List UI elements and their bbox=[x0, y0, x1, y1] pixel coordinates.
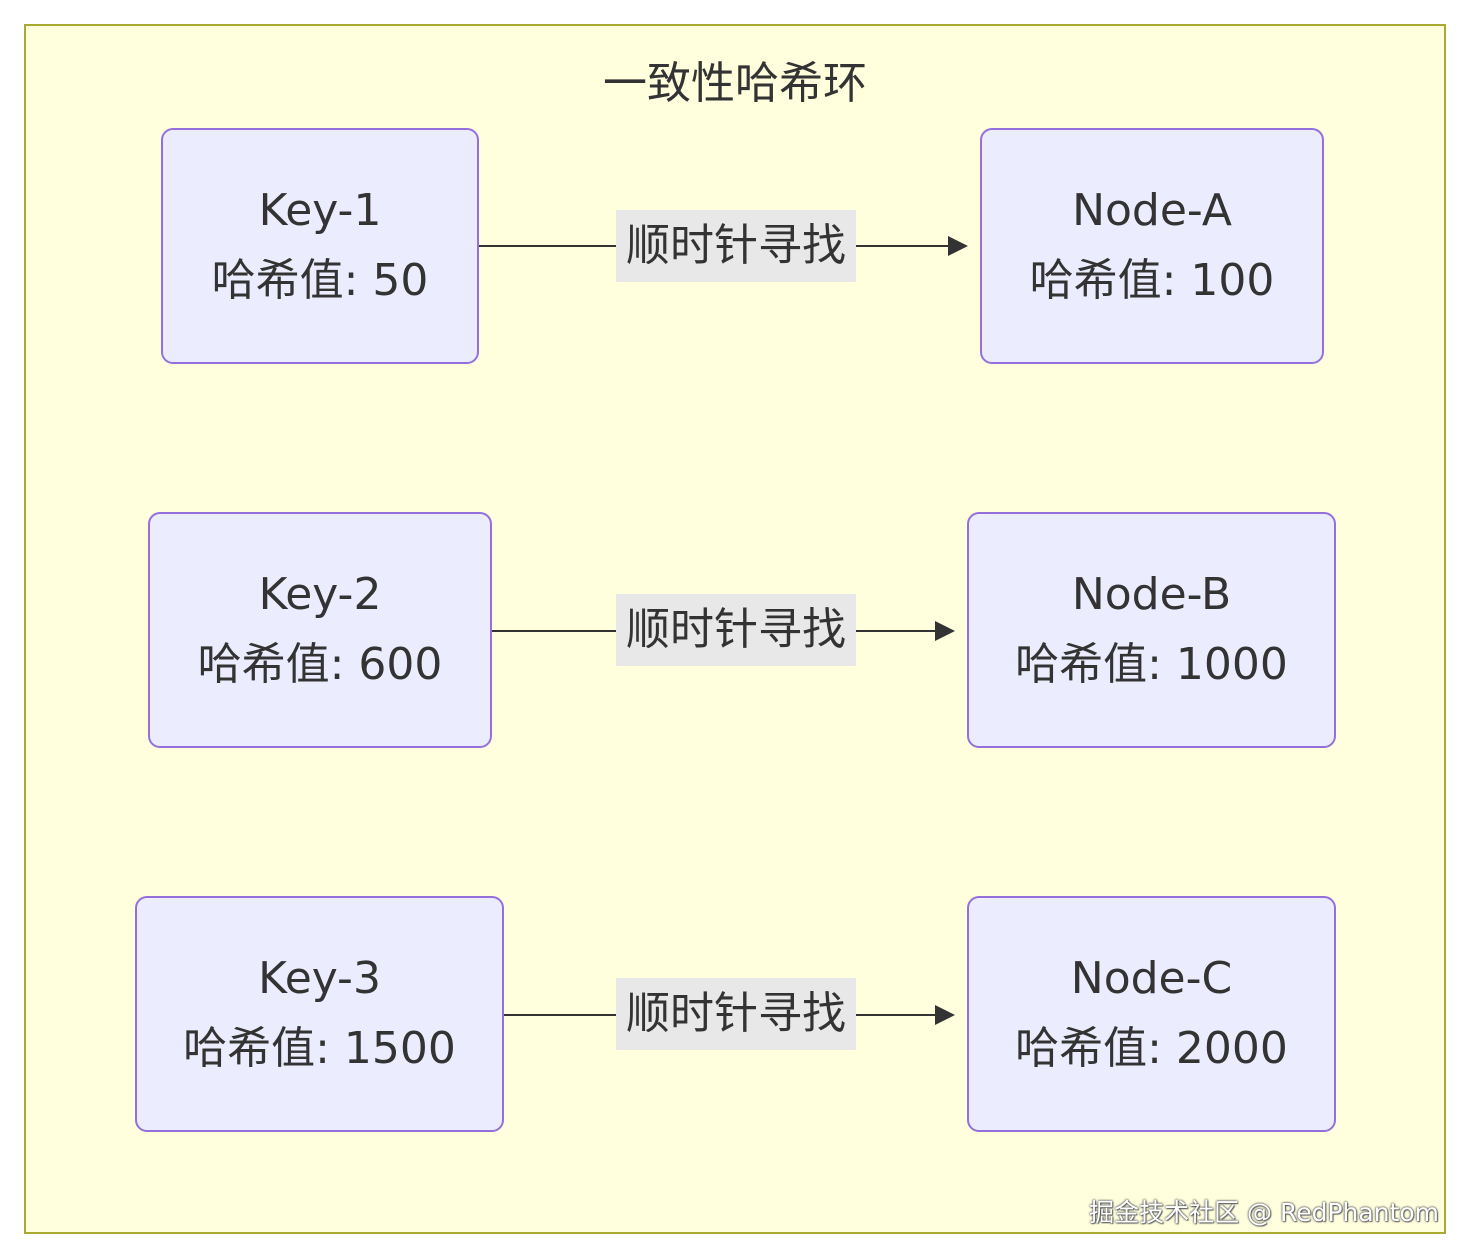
server-node-hash: 哈希值: 100 bbox=[1029, 255, 1275, 306]
key-node-2: Key-2 哈希值: 600 bbox=[148, 512, 492, 748]
server-node-name: Node-C bbox=[1070, 953, 1233, 1004]
server-node-b: Node-B 哈希值: 1000 bbox=[967, 512, 1336, 748]
server-node-hash: 哈希值: 1000 bbox=[1015, 639, 1288, 690]
server-node-name: Node-B bbox=[1071, 569, 1232, 620]
edge-label-3: 顺时针寻找 bbox=[616, 978, 856, 1050]
key-node-name: Key-1 bbox=[258, 185, 382, 236]
key-node-hash: 哈希值: 50 bbox=[211, 255, 429, 306]
key-node-name: Key-2 bbox=[258, 569, 382, 620]
key-node-hash: 哈希值: 600 bbox=[197, 639, 443, 690]
watermark: 掘金技术社区 @ RedPhantom bbox=[1089, 1198, 1439, 1227]
key-node-3: Key-3 哈希值: 1500 bbox=[135, 896, 504, 1132]
server-node-name: Node-A bbox=[1072, 185, 1232, 236]
server-node-a: Node-A 哈希值: 100 bbox=[980, 128, 1324, 364]
cluster-title: 一致性哈希环 bbox=[603, 58, 867, 109]
key-node-1: Key-1 哈希值: 50 bbox=[161, 128, 479, 364]
edge-label-2: 顺时针寻找 bbox=[616, 594, 856, 666]
key-node-name: Key-3 bbox=[258, 953, 381, 1004]
key-node-hash: 哈希值: 1500 bbox=[183, 1023, 456, 1074]
edge-label-1: 顺时针寻找 bbox=[616, 210, 856, 282]
server-node-c: Node-C 哈希值: 2000 bbox=[967, 896, 1336, 1132]
server-node-hash: 哈希值: 2000 bbox=[1015, 1023, 1288, 1074]
